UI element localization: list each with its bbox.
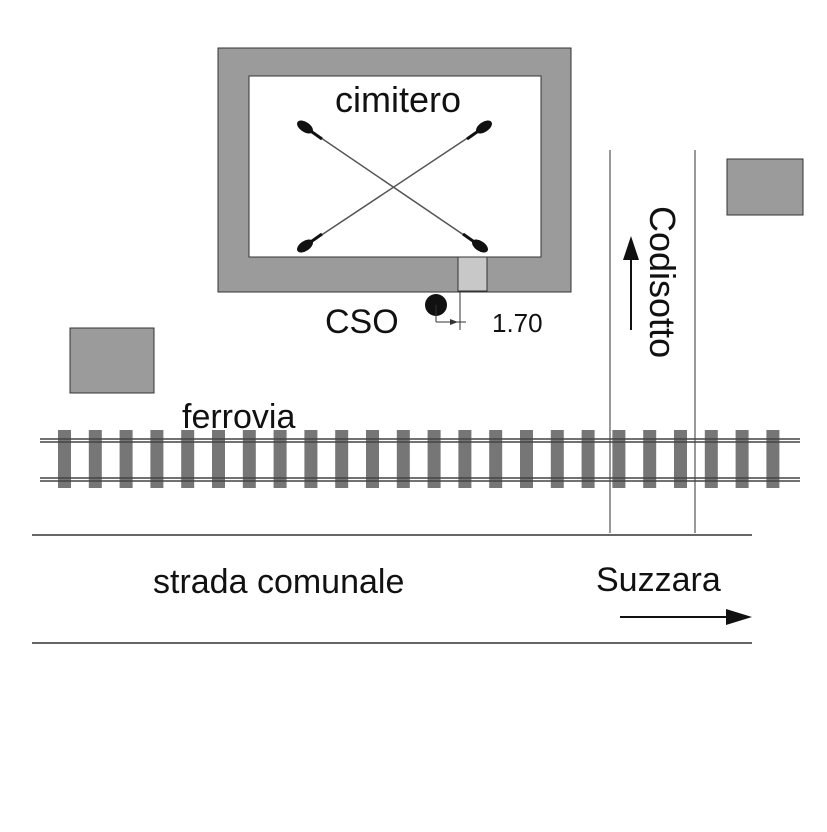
- railway-sleeper: [704, 430, 718, 488]
- railway-sleeper: [242, 430, 256, 488]
- railway-sleeper: [612, 430, 626, 488]
- railway-sleeper: [119, 430, 133, 488]
- building-left: [69, 327, 155, 394]
- railway-sleeper: [735, 430, 749, 488]
- railway-sleepers: [58, 430, 780, 488]
- cemetery: cimitero: [217, 47, 572, 293]
- crossed-torches-icon: [297, 120, 492, 253]
- codisotto-label: Codisotto: [642, 206, 683, 358]
- railway-sleeper: [304, 430, 318, 488]
- railway-sleeper: [181, 430, 195, 488]
- cemetery-interior: [248, 75, 542, 258]
- cemetery-outlet-box: [457, 256, 488, 292]
- railway-sleeper: [489, 430, 503, 488]
- railway-sleeper: [427, 430, 441, 488]
- railway-sleeper: [520, 430, 533, 488]
- building-right: [726, 158, 804, 216]
- railway-sleeper: [366, 430, 379, 488]
- railway-sleeper: [766, 430, 780, 488]
- arrow-right-icon: [620, 609, 752, 625]
- distance-label: 1.70: [492, 308, 543, 338]
- direction-label: Suzzara: [596, 561, 721, 599]
- codisotto-road: Codisotto: [609, 150, 696, 533]
- cso-marker: CSO 1.70: [325, 292, 543, 341]
- railway-sleeper: [643, 430, 657, 488]
- railway-sleeper: [335, 430, 349, 488]
- cso-label: CSO: [325, 303, 399, 341]
- railway: ferrovia: [40, 398, 800, 488]
- railway-sleeper: [212, 430, 225, 488]
- railway-sleeper: [581, 430, 595, 488]
- railway-sleeper: [458, 430, 472, 488]
- railway-sleeper: [674, 430, 687, 488]
- main-road-label: strada comunale: [153, 563, 404, 601]
- railway-sleeper: [396, 430, 410, 488]
- cemetery-label: cimitero: [335, 79, 461, 120]
- railway-sleeper: [550, 430, 564, 488]
- railway-sleeper: [88, 430, 102, 488]
- railway-sleeper: [150, 430, 164, 488]
- railway-sleeper: [273, 430, 287, 488]
- railway-sleeper: [58, 430, 71, 488]
- main-road: strada comunale Suzzara: [32, 534, 752, 644]
- arrow-up-icon: [623, 236, 639, 330]
- railway-label: ferrovia: [182, 398, 295, 436]
